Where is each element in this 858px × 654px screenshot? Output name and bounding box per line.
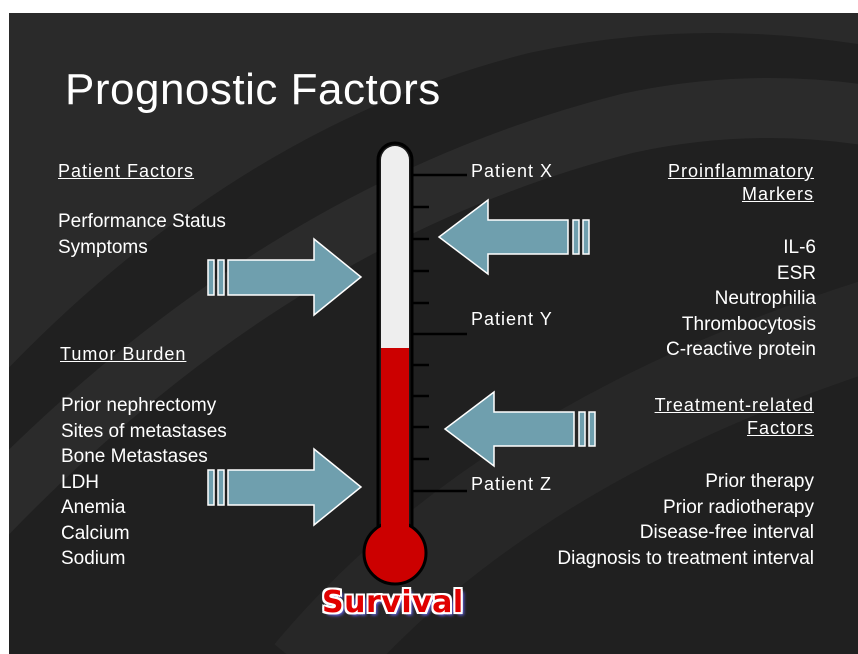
- arrow-patient-factors: [208, 239, 361, 315]
- survival-label: Survival: [322, 585, 464, 620]
- arrow-tumor-burden: [208, 449, 361, 525]
- thermometer-graphic: [9, 13, 858, 654]
- slide: Prognostic Factors Patient Factors Perfo…: [9, 13, 858, 654]
- arrow-treatment-related: [445, 392, 595, 466]
- thermometer-neck: [381, 503, 409, 543]
- arrow-proinflammatory: [439, 200, 589, 274]
